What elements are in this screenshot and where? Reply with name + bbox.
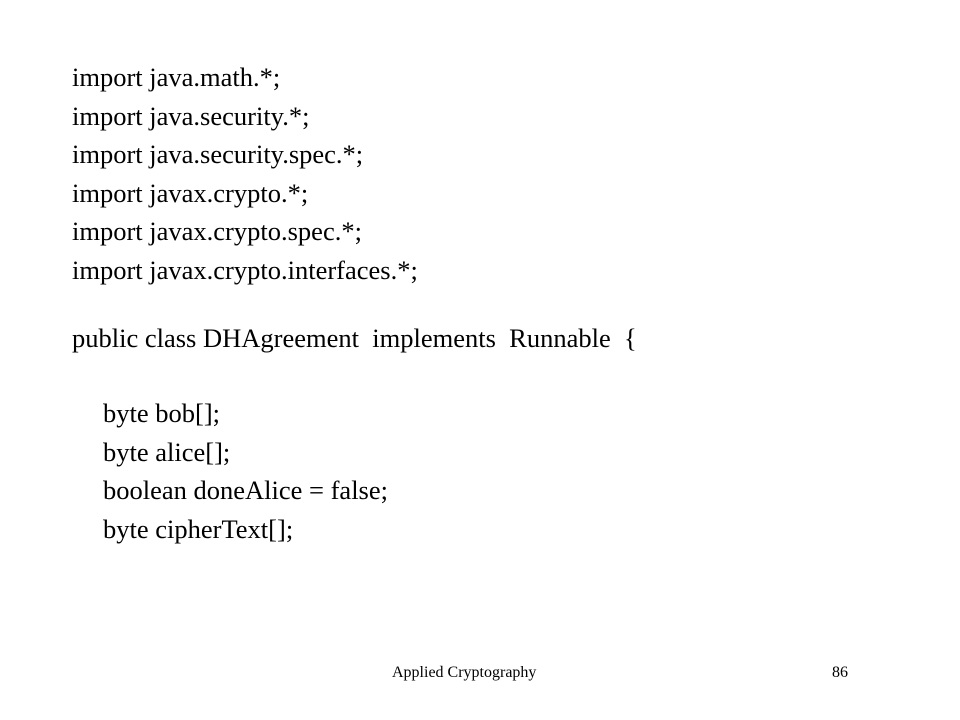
import-line: import javax.crypto.spec.*; [72,216,362,247]
import-line: import java.security.spec.*; [72,139,364,170]
footer-title: Applied Cryptography [392,664,537,681]
page-number: 86 [832,664,848,681]
blank-line [72,357,637,394]
field-line: byte alice[]; [103,436,231,467]
import-line: import javax.crypto.*; [72,177,309,208]
code-block: import java.math.*; import java.security… [72,58,637,549]
import-line: import java.math.*; [72,62,281,92]
import-line: import javax.crypto.interfaces.*; [72,254,418,285]
field-line: byte bob[]; [103,398,221,429]
blank-line [72,290,637,319]
field-line: byte cipherText[]; [103,513,294,544]
class-declaration: public class DHAgreement implements Runn… [72,322,637,353]
field-line: boolean doneAlice = false; [103,475,388,506]
import-line: import java.security.*; [72,100,310,131]
